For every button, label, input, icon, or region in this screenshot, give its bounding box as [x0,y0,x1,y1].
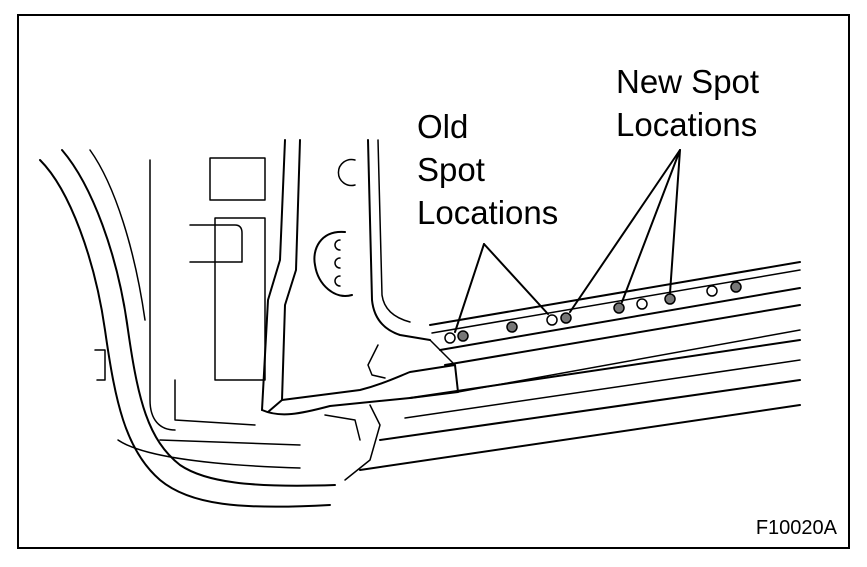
new-spot-leader [669,149,681,294]
old-spot-leader [483,243,549,315]
inner-panel [149,157,301,446]
label-line: Locations [417,194,559,231]
old-spot-weld [546,314,558,326]
label-line: New Spot [616,63,760,100]
label-line: Old [417,108,469,145]
rocker-sill [359,261,801,471]
spot-welds [444,281,742,344]
old-spot-leader [454,243,485,333]
new-spot-weld [664,293,676,305]
new-spot-locations-label: New Spot Locations [616,60,759,146]
old-spot-weld [706,285,718,297]
label-line: Spot [417,151,485,188]
label-line: Locations [616,106,758,143]
figure-id: F10020A [755,517,837,539]
leader-lines [454,149,681,333]
wheel-arch [39,149,336,508]
new-spot-weld [560,312,572,324]
old-spot-locations-label: Old Spot Locations [417,105,558,234]
new-spot-weld [613,302,625,314]
new-spot-weld [457,330,469,342]
new-spot-leader [569,149,681,313]
new-spot-leader [621,149,681,303]
old-spot-weld [636,298,648,310]
old-spot-weld [444,332,456,344]
new-spot-weld [506,321,518,333]
new-spot-weld [730,281,742,293]
pillar [261,139,459,481]
